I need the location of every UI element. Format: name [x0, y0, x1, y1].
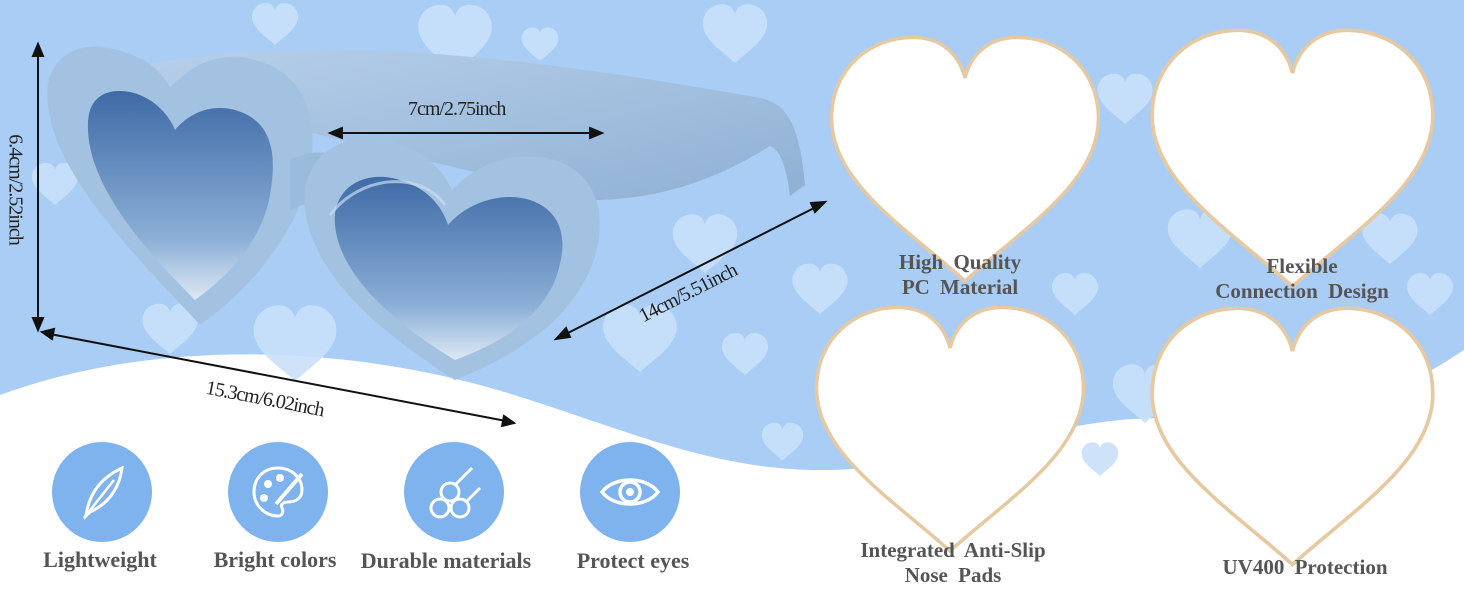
materials-icon [404, 442, 504, 542]
caption-nose-pads: Integrated Anti-Slip Nose Pads [860, 538, 1046, 587]
feature-label-protect-eyes: Protect eyes [576, 548, 690, 573]
caption-connection-design: Flexible Connection Design [1215, 254, 1389, 303]
frame-height-label: 6.4cm/2.52inch [4, 134, 27, 245]
feather-icon [52, 442, 152, 542]
palette-icon [228, 442, 328, 542]
sunglasses-product [47, 46, 805, 380]
dimension-arrows [31, 41, 828, 428]
feature-label-durable-materials: Durable materials [360, 548, 532, 573]
caption-uv400: UV400 Protection [1222, 555, 1388, 579]
feature-label-lightweight: Lightweight [43, 547, 157, 572]
feature-label-bright-colors: Bright colors [213, 547, 337, 572]
eye-icon [580, 442, 680, 542]
caption-pc-material: High Quality PC Material [898, 250, 1022, 299]
lens-width-label: 7cm/2.75inch [408, 98, 506, 120]
